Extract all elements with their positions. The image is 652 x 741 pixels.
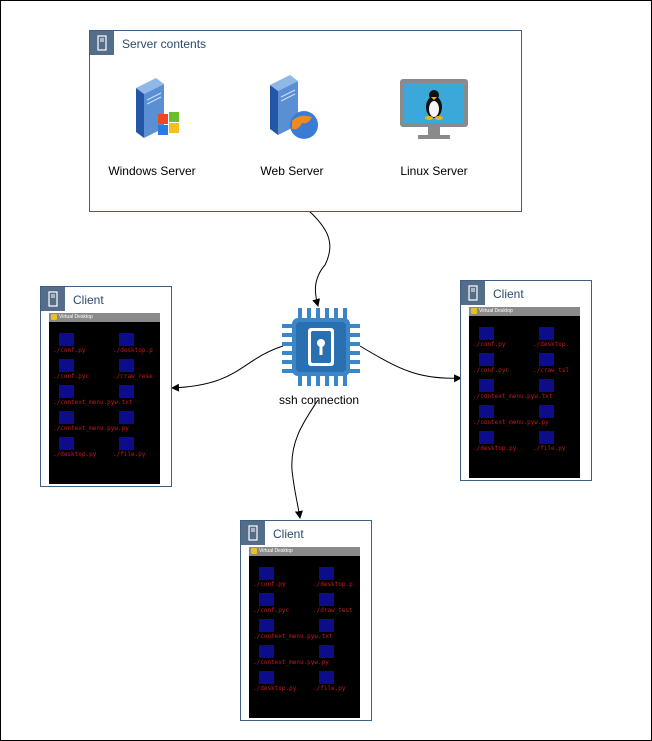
file-label: ./desktop.p [113, 347, 153, 354]
virtual-desktop-title: Virtual Desktop [479, 308, 513, 314]
file-icon[interactable] [539, 353, 554, 366]
file-icon[interactable] [319, 593, 334, 606]
file-label: ./desktop.p [313, 581, 353, 588]
web-server-label: Web Server [260, 164, 324, 178]
file-label: ./craw_tsl [533, 367, 570, 374]
file-icon[interactable] [259, 645, 274, 658]
virtual-desktop-title: Virtual Desktop [259, 548, 293, 554]
server-group-header-icon [90, 31, 114, 55]
file-icon[interactable] [319, 645, 334, 658]
file-icon[interactable] [539, 327, 554, 340]
file-icon[interactable] [119, 411, 134, 424]
client-title: Client [273, 527, 304, 541]
client-title: Client [73, 293, 104, 307]
file-label: ./context_menu.pyw.txt [473, 393, 553, 400]
file-icon[interactable] [319, 567, 334, 580]
file-icon[interactable] [119, 385, 134, 398]
file-icon[interactable] [119, 333, 134, 346]
file-icon[interactable] [259, 593, 274, 606]
file-label: ./file.py [313, 685, 346, 692]
web-server-icon [270, 75, 318, 139]
file-label: ./context_menu.pyw.txt [53, 399, 133, 406]
file-icon[interactable] [59, 359, 74, 372]
file-label: ./desktop.py [253, 685, 297, 692]
file-icon[interactable] [479, 405, 494, 418]
linux-server-icon [400, 79, 468, 139]
file-label: ./context_menu.pyw.py [473, 419, 549, 426]
file-icon[interactable] [119, 437, 134, 450]
file-label: ./conf.py [53, 347, 86, 354]
window-app-icon [51, 314, 57, 320]
file-icon[interactable] [539, 405, 554, 418]
file-label: ./file.py [113, 451, 146, 458]
linux-server-label: Linux Server [400, 164, 468, 178]
edge-server-to-hub [307, 209, 331, 307]
file-icon[interactable] [319, 619, 334, 632]
file-icon[interactable] [59, 333, 74, 346]
server-group-title: Server contents [122, 37, 207, 51]
edge-hub-to-client-left [171, 345, 284, 392]
client-header-icon [461, 281, 485, 305]
file-label: ./context_menu.pyw.txt [253, 633, 333, 640]
file-label: ./conf.pyc [253, 607, 290, 614]
edge-hub-to-client-bottom [291, 399, 319, 519]
file-icon[interactable] [479, 431, 494, 444]
file-icon[interactable] [479, 379, 494, 392]
file-icon[interactable] [259, 671, 274, 684]
file-label: ./desktop.py [53, 451, 97, 458]
server-contents-group: Server contents Windows Server Web Serve… [89, 30, 522, 212]
file-icon[interactable] [539, 431, 554, 444]
file-label: ./craw_rese [113, 373, 153, 380]
edge-hub-to-client-right [359, 345, 462, 383]
virtual-desktop-window: Virtual Desktop ./conf.py ./desktop.p ./con… [49, 313, 160, 484]
virtual-desktop-titlebar: Virtual Desktop [49, 313, 160, 322]
file-icon[interactable] [59, 385, 74, 398]
file-label: ./conf.pyc [473, 367, 510, 374]
file-icon[interactable] [259, 619, 274, 632]
client-header-icon [41, 287, 65, 311]
window-app-icon [471, 308, 477, 314]
window-app-icon [251, 548, 257, 554]
file-label: ./desktop. [533, 341, 570, 348]
file-label: ./draw_test [313, 607, 353, 614]
file-label: ./desktop.py [473, 445, 517, 452]
ssh-connection-label: ssh connection [279, 393, 360, 407]
file-label: ./conf.py [253, 581, 286, 588]
file-label: ./context_menu.pyw.py [53, 425, 129, 432]
file-icon[interactable] [119, 359, 134, 372]
virtual-desktop-titlebar: Virtual Desktop [469, 307, 580, 316]
file-label: ./context_menu.pyw.py [253, 659, 329, 666]
file-icon[interactable] [59, 411, 74, 424]
file-icon[interactable] [259, 567, 274, 580]
virtual-desktop-title: Virtual Desktop [59, 314, 93, 320]
file-label: ./conf.py [473, 341, 506, 348]
file-icon[interactable] [59, 437, 74, 450]
windows-server-label: Windows Server [108, 164, 196, 178]
file-label: ./conf.pyc [53, 373, 90, 380]
file-label: ./file.py [533, 445, 566, 452]
virtual-desktop-window: Virtual Desktop ./conf.py ./desktop. ./conf… [469, 307, 580, 478]
file-icon[interactable] [319, 671, 334, 684]
virtual-desktop-window: Virtual Desktop ./conf.py ./desktop.p ./con… [249, 547, 360, 718]
client-title: Client [493, 287, 524, 301]
ssh-chip-icon [282, 308, 360, 386]
windows-server-icon [136, 78, 179, 138]
client-header-icon [241, 521, 265, 545]
virtual-desktop-titlebar: Virtual Desktop [249, 547, 360, 556]
file-icon[interactable] [539, 379, 554, 392]
file-icon[interactable] [479, 327, 494, 340]
file-icon[interactable] [479, 353, 494, 366]
